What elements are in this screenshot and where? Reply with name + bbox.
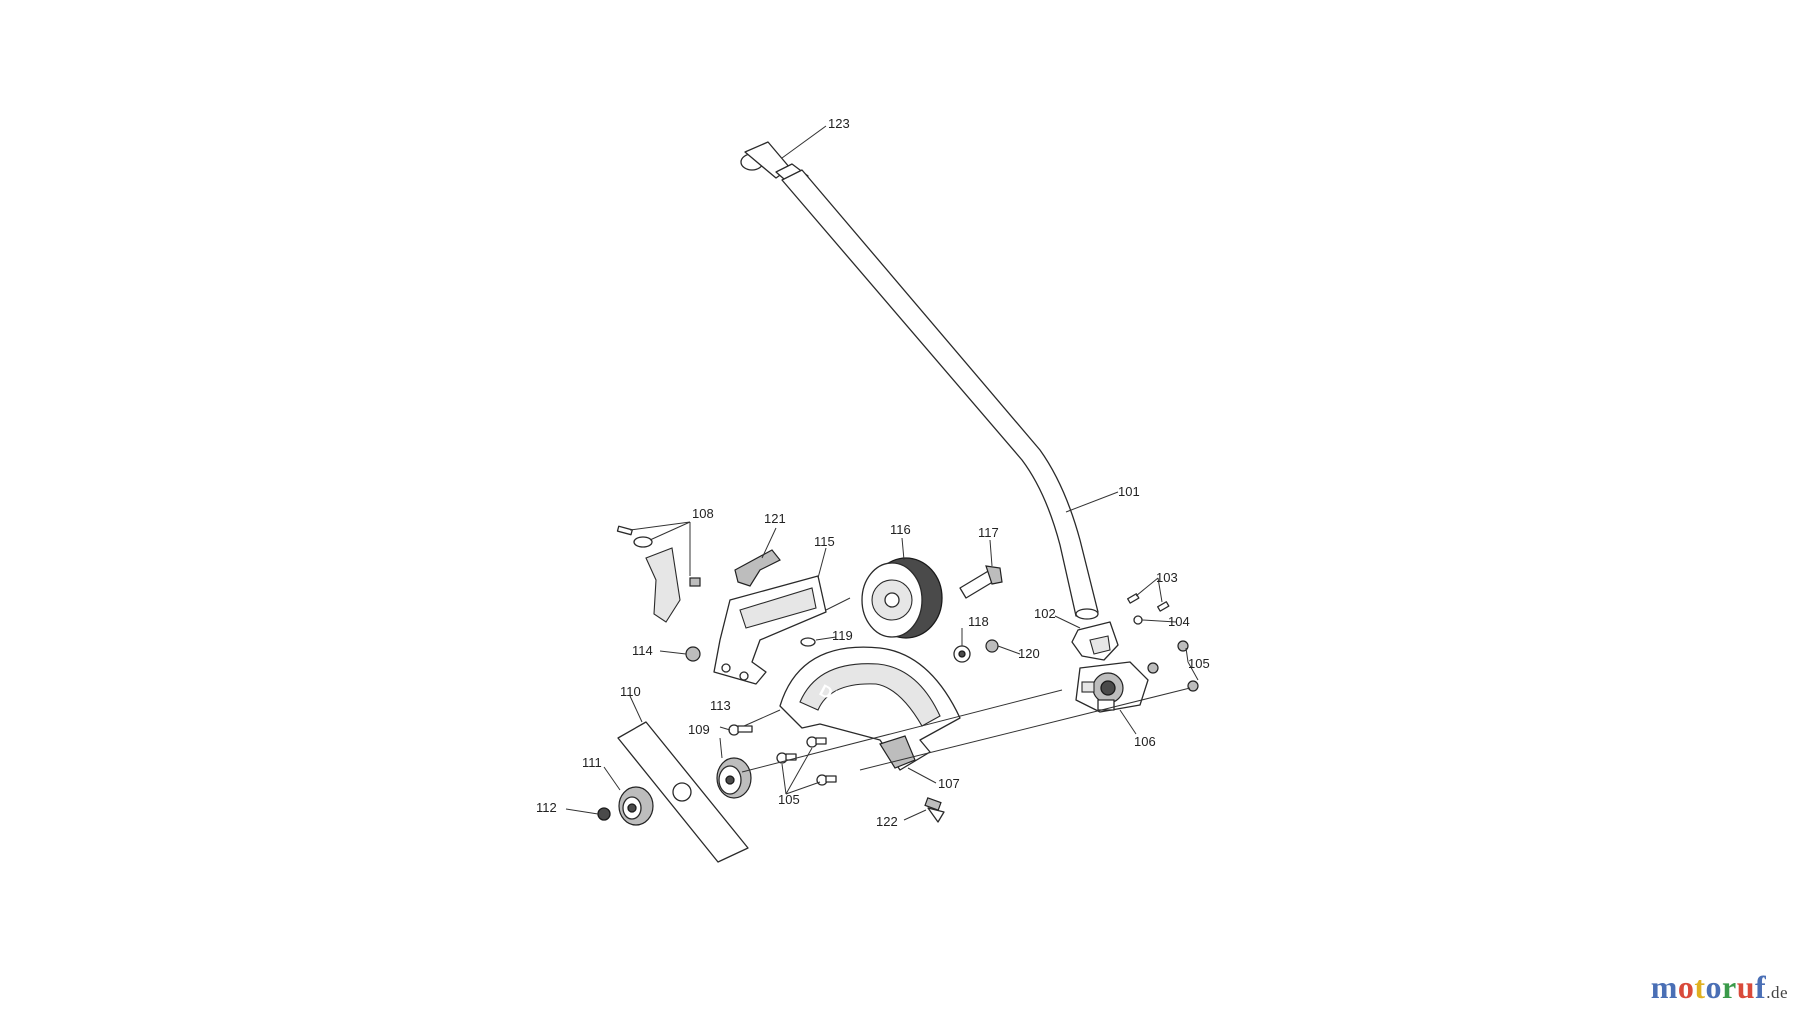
part-102-clamp bbox=[1071, 621, 1119, 661]
callout-119: 119 bbox=[832, 628, 853, 643]
part-103-screws bbox=[1127, 593, 1170, 612]
watermark-letter: o bbox=[1705, 969, 1723, 1005]
motoruf-watermark: motoruf.de bbox=[1651, 969, 1788, 1006]
part-106-gearbox bbox=[1075, 661, 1149, 713]
part-104-screw bbox=[1133, 615, 1143, 625]
watermark-tld: .de bbox=[1766, 983, 1788, 1002]
callout-117: 117 bbox=[978, 525, 999, 540]
callout-114: 114 bbox=[632, 643, 653, 658]
part-121-knob bbox=[734, 549, 781, 587]
callout-104: 104 bbox=[1168, 614, 1190, 629]
callout-107: 107 bbox=[938, 776, 960, 791]
part-114-nut bbox=[685, 646, 701, 662]
part-107-blade-guard: DEWALT bbox=[779, 646, 961, 771]
callout-108: 108 bbox=[692, 506, 714, 521]
watermark-letters: motoruf bbox=[1651, 969, 1766, 1005]
part-119-washer bbox=[800, 637, 816, 647]
part-122-screw bbox=[924, 797, 945, 823]
part-112-bolt bbox=[597, 807, 611, 821]
part-118-washer bbox=[953, 645, 971, 663]
callout-106: 106 bbox=[1134, 734, 1156, 749]
watermark-letter: r bbox=[1722, 969, 1737, 1005]
callout-120: 120 bbox=[1018, 646, 1040, 661]
part-117-bolt bbox=[959, 565, 1003, 599]
callout-labels: 123 101 102 103 104 105 106 107 108 109 … bbox=[536, 116, 1210, 829]
callout-105-right: 105 bbox=[1188, 656, 1210, 671]
callout-115: 115 bbox=[814, 534, 835, 549]
part-115-guard-bracket bbox=[713, 575, 827, 685]
part-113-bolt bbox=[728, 724, 753, 736]
leader-lines bbox=[565, 125, 1199, 821]
callout-109: 109 bbox=[688, 722, 710, 737]
callout-102: 102 bbox=[1034, 606, 1056, 621]
part-110-blade bbox=[617, 721, 749, 863]
callout-122: 122 bbox=[876, 814, 898, 829]
callout-110: 110 bbox=[620, 684, 641, 699]
watermark-letter: o bbox=[1677, 969, 1695, 1005]
callout-101: 101 bbox=[1118, 484, 1140, 499]
part-108-deflector-bracket bbox=[616, 525, 701, 623]
watermark-letter: t bbox=[1694, 969, 1706, 1005]
part-120-nut bbox=[985, 639, 999, 653]
watermark-letter: u bbox=[1736, 969, 1756, 1005]
callout-121: 121 bbox=[764, 511, 786, 526]
part-111-washer bbox=[618, 786, 654, 826]
watermark-letter: f bbox=[1755, 969, 1767, 1005]
watermark-letter: m bbox=[1650, 969, 1678, 1005]
callout-105-left: 105 bbox=[778, 792, 800, 807]
part-116-wheel bbox=[861, 557, 943, 639]
callout-112: 112 bbox=[536, 800, 557, 815]
callout-118: 118 bbox=[968, 614, 989, 629]
part-105-nuts-right bbox=[1147, 640, 1199, 692]
part-101-shaft-tube bbox=[781, 169, 1099, 620]
callout-103: 103 bbox=[1156, 570, 1178, 585]
callout-116: 116 bbox=[890, 522, 911, 537]
callout-113: 113 bbox=[710, 698, 731, 713]
part-109-spacer bbox=[716, 757, 752, 799]
callout-111: 111 bbox=[582, 755, 602, 770]
callout-123: 123 bbox=[828, 116, 850, 131]
part-105-screws-left bbox=[776, 736, 837, 786]
